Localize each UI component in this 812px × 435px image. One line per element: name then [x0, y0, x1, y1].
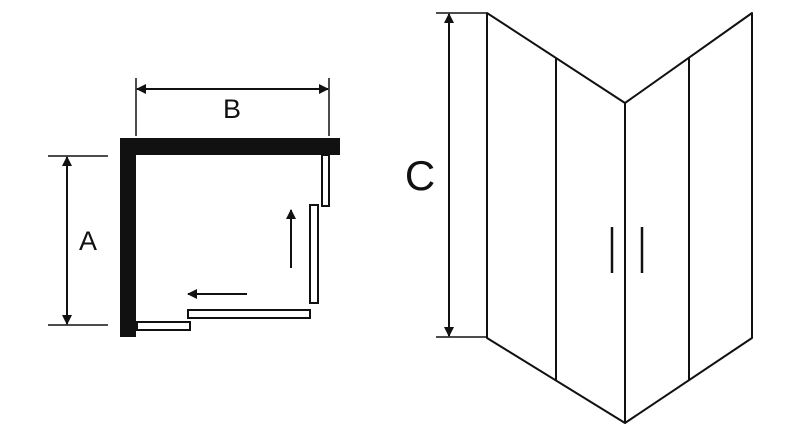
fixed-panel-right [321, 154, 330, 207]
fixed-panel-front [136, 321, 191, 331]
dimension-c: C [405, 12, 486, 338]
sliding-door-front [187, 309, 311, 319]
dimension-a-label: A [79, 226, 97, 256]
dimension-c-label: C [405, 152, 435, 199]
sliding-door-right [309, 204, 319, 304]
perspective-view [486, 12, 753, 424]
dimension-b-label: B [223, 94, 241, 124]
side-wall [120, 138, 136, 337]
back-wall [120, 138, 340, 155]
enclosure-outline [486, 12, 753, 424]
plan-view: B A [48, 78, 340, 337]
